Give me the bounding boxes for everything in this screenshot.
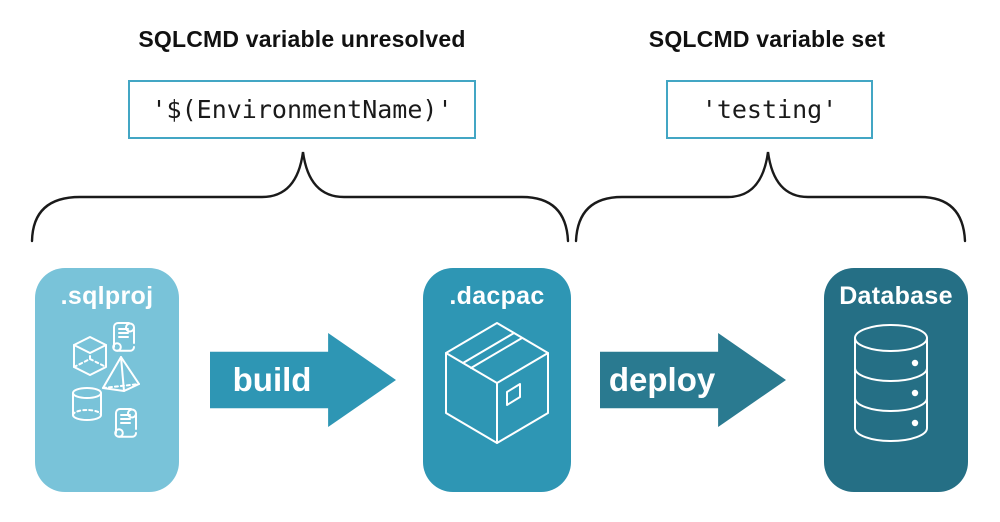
node-sqlproj-label: .sqlproj	[60, 282, 154, 310]
right-brace	[574, 151, 967, 243]
heading-sqlcmd-unresolved: SQLCMD variable unresolved	[138, 26, 466, 52]
node-database-label: Database	[839, 282, 953, 310]
node-dacpac: .dacpac	[423, 268, 571, 492]
code-box-testing: 'testing'	[666, 80, 873, 139]
node-database: Database	[824, 268, 968, 492]
node-dacpac-label: .dacpac	[449, 282, 545, 310]
build-arrow: build	[210, 333, 396, 427]
dacpac-icon-layer	[445, 322, 549, 444]
code-text-environment-name: '$(EnvironmentName)'	[151, 95, 453, 124]
scroll-icon	[112, 322, 135, 352]
deploy-arrow-label: deploy	[608, 361, 716, 398]
cylinder-icon	[72, 387, 102, 421]
code-box-environment-name: '$(EnvironmentName)'	[128, 80, 476, 139]
database-icon	[854, 324, 928, 442]
left-brace	[30, 151, 570, 243]
scroll-icon	[114, 408, 137, 438]
heading-sqlcmd-set: SQLCMD variable set	[648, 26, 886, 52]
deploy-arrow: deploy	[600, 333, 786, 427]
node-sqlproj: .sqlproj	[35, 268, 179, 492]
code-text-testing: 'testing'	[701, 95, 838, 124]
pyramid-icon	[102, 356, 140, 392]
build-arrow-label: build	[232, 361, 312, 398]
package-icon	[445, 322, 549, 444]
cube-icon	[73, 336, 107, 376]
sqlproj-icons	[72, 322, 140, 438]
database-icon-layer	[854, 324, 928, 442]
